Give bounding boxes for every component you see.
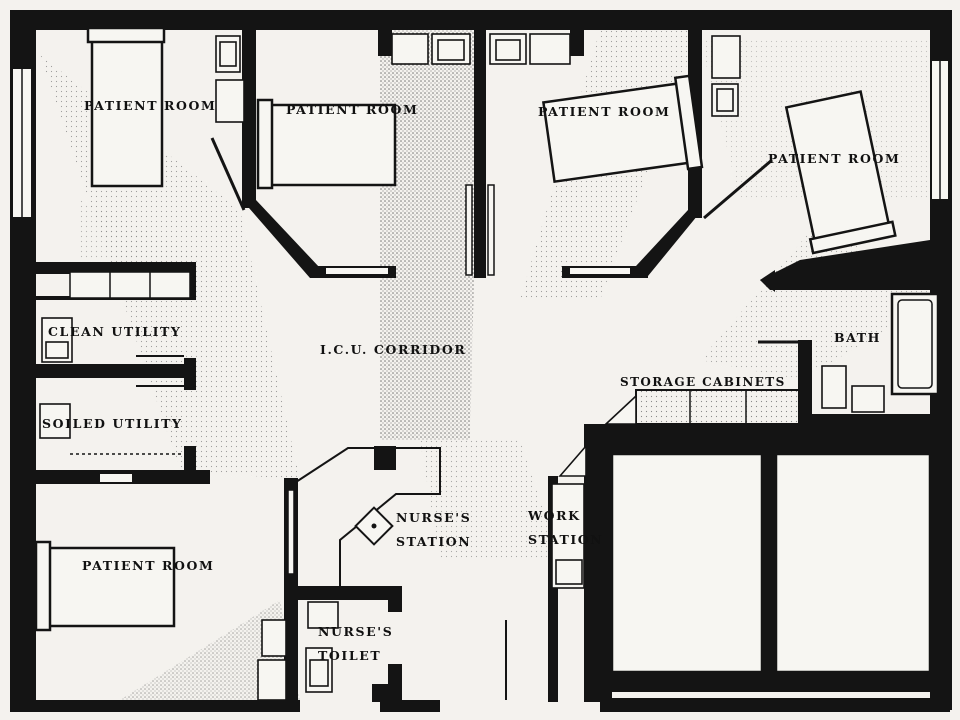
label-nurses-toilet-line2: TOILET xyxy=(318,648,381,663)
room-fixtures xyxy=(215,28,741,123)
patient-room-walls xyxy=(210,28,930,292)
label-nurses-station-line2: STATION xyxy=(396,534,471,549)
label-patient-room-2: PATIENT ROOM xyxy=(286,102,418,117)
label-icu-corridor: I.C.U. CORRIDOR xyxy=(320,342,466,357)
nurses-station-walls xyxy=(292,446,507,704)
patient-beds xyxy=(34,26,897,632)
utility-room-walls xyxy=(34,262,210,484)
label-patient-room-1: PATIENT ROOM xyxy=(84,98,216,113)
outer-walls xyxy=(10,10,952,712)
label-work-station-line2: STATION xyxy=(528,532,603,547)
label-patient-room-5: PATIENT ROOM xyxy=(82,558,214,573)
label-nurses-toilet-line1: NURSE'S xyxy=(318,624,393,639)
label-soiled-utility: SOILED UTILITY xyxy=(42,416,183,431)
label-bath: BATH xyxy=(834,330,881,345)
work-station-walls xyxy=(548,424,932,702)
label-clean-utility: CLEAN UTILITY xyxy=(48,324,181,339)
label-storage-cabinets: STORAGE CABINETS xyxy=(620,375,786,389)
label-nurses-station-line1: NURSE'S xyxy=(396,510,471,525)
storage-bath-walls xyxy=(603,292,940,432)
label-work-station-line1: WORK xyxy=(527,508,581,523)
room-labels: PATIENT ROOM PATIENT ROOM PATIENT ROOM P… xyxy=(42,98,900,663)
label-patient-room-3: PATIENT ROOM xyxy=(538,104,670,119)
label-patient-room-4: PATIENT ROOM xyxy=(768,151,900,166)
lower-room-walls xyxy=(257,478,298,702)
